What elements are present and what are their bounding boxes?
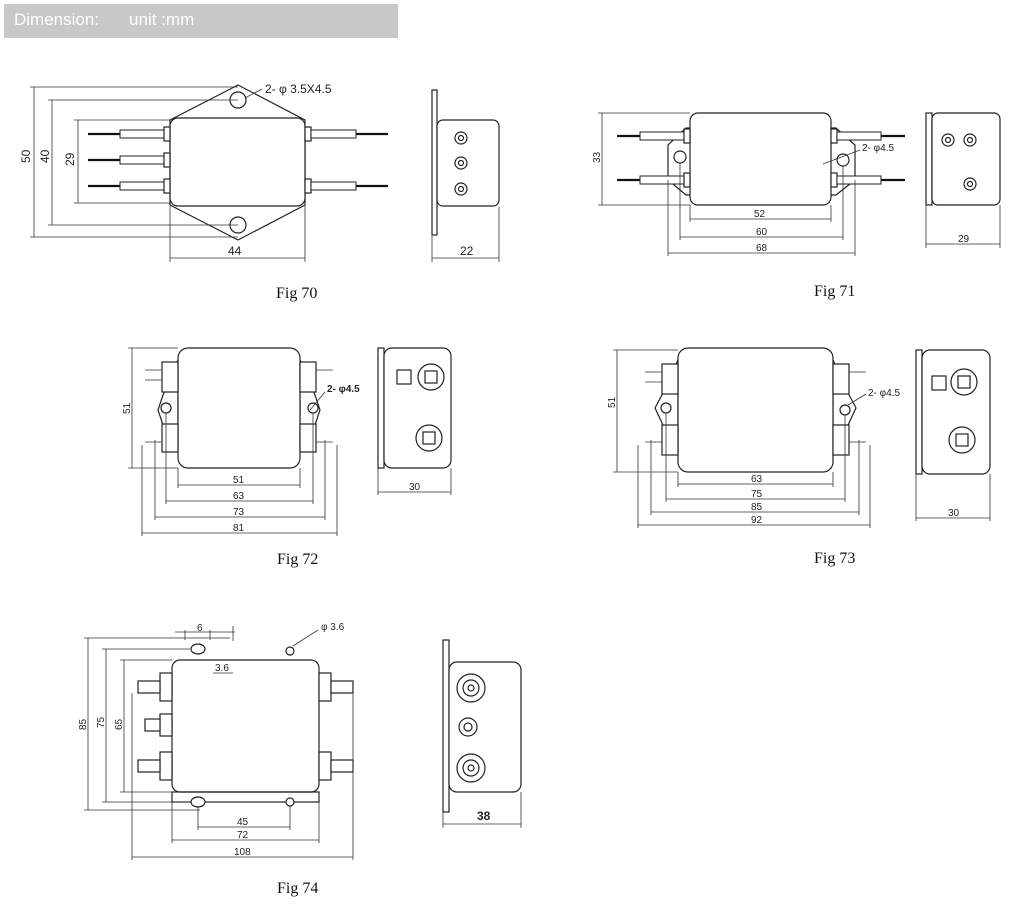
fig70-dim-40: 40 [38,149,52,163]
fig70-dim-22: 22 [460,244,474,258]
fig71-side-view [925,112,1001,248]
fig-71: 33 52 60 68 2- φ4.5 29 Fig 71 [592,112,1001,300]
fig71-hole-right [836,153,850,167]
fig71-wires [617,128,905,188]
fig74-body [171,659,320,793]
fig74-slot-top [190,643,206,655]
fig74-dim-45: 45 [237,817,249,828]
fig71-hole-note: 2- φ4.5 [862,143,894,154]
fig72-hole-left [160,402,172,414]
fig73-dim-63: 63 [751,474,763,485]
fig72-dim-51w: 51 [233,475,245,486]
fig72-dim-63: 63 [233,491,245,502]
fig-73: 51 63 75 85 92 2- φ4.5 30 Fig 73 [607,347,991,567]
fig72-dim-30: 30 [409,482,421,493]
fig73-side-view [915,349,991,521]
fig74-dim-65: 65 [114,718,125,730]
fig73-dim-30: 30 [948,508,960,519]
fig74-dim-6: 6 [197,623,203,634]
fig70-caption: Fig 70 [276,285,317,302]
fig74-dim-72: 72 [237,830,249,841]
dimension-header-bar: Dimension: unit :mm [4,4,398,38]
fig73-hole-note: 2- φ4.5 [868,388,900,399]
fig70-dim-50: 50 [19,149,33,163]
fig72-dim-81: 81 [233,523,245,534]
fig74-dim-75: 75 [96,716,107,728]
fig74-dim-38: 38 [477,809,491,823]
fig71-hole-left [673,150,687,164]
fig70-body [169,117,306,207]
fig72-caption: Fig 72 [277,551,318,568]
fig74-hole-note: φ 3.6 [321,622,345,633]
fig-70: 50 40 29 44 2- φ 3.5X4.5 22 Fig 70 [19,82,500,302]
fig73-dim-75: 75 [751,489,763,500]
fig74-dim-108: 108 [234,847,251,858]
fig74-caption: Fig 74 [277,880,318,897]
fig73-caption: Fig 73 [814,550,855,567]
fig74-dim-3-6: 3.6 [215,663,229,674]
fig70-vertical-dims [30,86,238,238]
fig73-body [677,347,834,473]
fig73-hole-right [839,404,851,416]
fig71-body [689,112,832,206]
fig72-side-view [377,347,452,495]
fig74-slot-bottom [190,796,206,808]
fig70-left-wires [88,126,171,194]
fig70-hole-note: 2- φ 3.5X4.5 [265,82,332,96]
fig74-dim-85: 85 [78,718,89,730]
fig72-body [177,347,301,469]
fig70-side-view [431,89,500,262]
fig72-dim-73: 73 [233,507,245,518]
fig71-dim-68: 68 [756,243,768,254]
fig71-caption: Fig 71 [814,283,855,300]
dimension-label: Dimension: [14,10,100,29]
fig71-dim-33: 33 [592,151,603,163]
fig72-hole-note: 2- φ4.5 [327,384,360,395]
fig73-dim-51: 51 [607,396,618,408]
fig74-hole-bottom [285,797,295,807]
fig73-dim-92: 92 [751,515,763,526]
fig74-hole-top [285,646,295,656]
unit-label: unit :mm [129,10,195,29]
fig74-side-view [442,639,522,828]
fig70-dim-29: 29 [63,152,77,166]
fig74-terminals [137,672,354,781]
fig71-dim-29: 29 [958,234,970,245]
fig70-right-wires [304,126,388,194]
fig70-dim-44: 44 [228,244,242,258]
fig-72: 51 51 63 73 81 2- φ4.5 30 Fig 72 [122,347,452,568]
fig72-dim-51: 51 [122,402,133,414]
fig71-dim-52: 52 [754,209,766,220]
fig-74: 6 3.6 φ 3.6 85 75 65 45 72 108 [78,622,522,897]
fig73-dim-85: 85 [751,502,763,513]
fig72-hole-right [307,402,319,414]
fig71-dim-60: 60 [756,227,768,238]
fig73-hole-left [660,402,672,414]
dimension-header-text: Dimension: unit :mm [14,10,224,30]
fig74-base-flange [171,791,320,803]
